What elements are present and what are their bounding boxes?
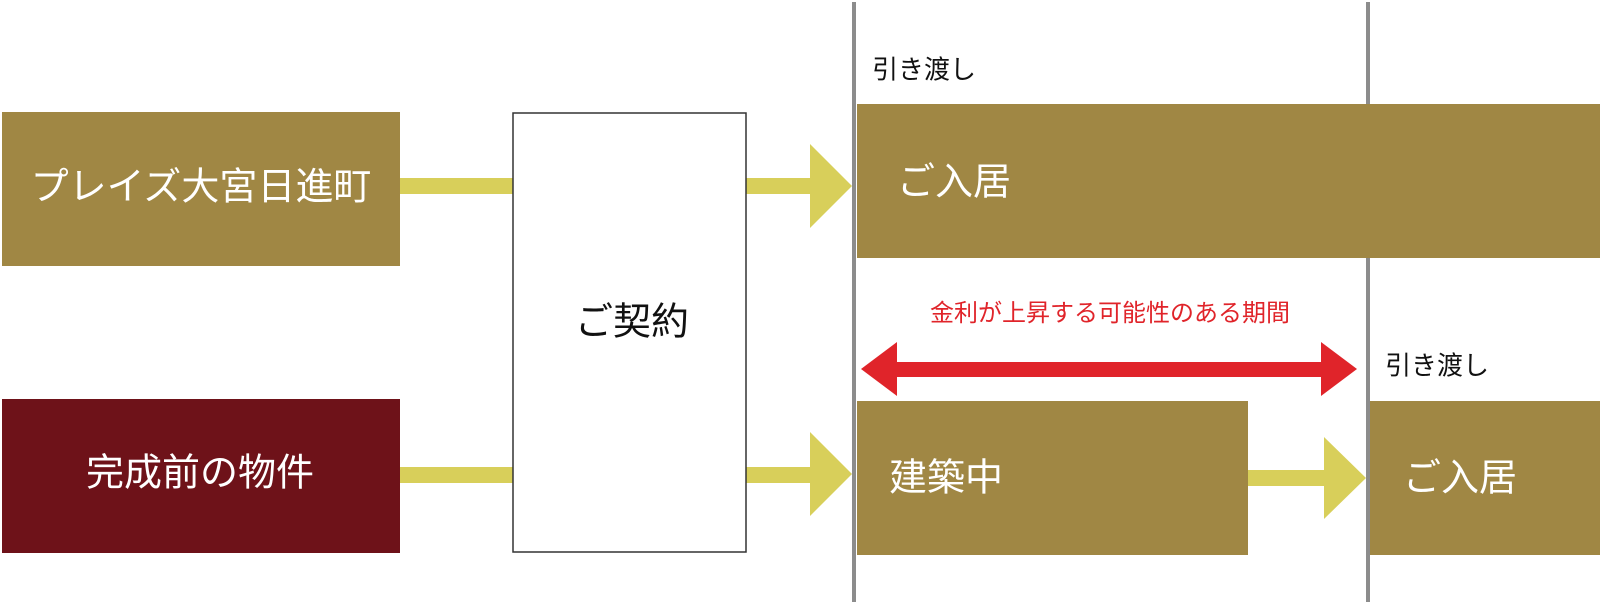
connector-bottom-right [746, 467, 814, 483]
under-construction-property-label: 完成前の物件 [86, 451, 314, 495]
construction-label: 建築中 [889, 456, 1003, 500]
rate-period-arrow-right-head [1321, 342, 1357, 396]
rate-period-arrow-shaft [892, 362, 1326, 377]
contract-label: ご契約 [575, 300, 689, 344]
rate-period-label: 金利が上昇する可能性のある期間 [930, 299, 1290, 327]
move-in-box-bottom [1370, 401, 1600, 555]
handover-label-bottom: 引き渡し [1385, 352, 1489, 382]
move-in-box-top [857, 104, 1600, 258]
connector-construction-to-move-in [1248, 470, 1328, 486]
connector-bottom-left [399, 467, 513, 483]
connector-top-left [399, 178, 513, 194]
rate-period-arrow-left-head [861, 342, 897, 396]
completed-property-label: プレイズ大宮日進町 [31, 165, 372, 209]
arrow-construction-to-move-in [1324, 437, 1366, 519]
construction-box [857, 401, 1248, 555]
arrow-bottom-to-construction [810, 432, 852, 516]
arrow-top-to-move-in [810, 144, 852, 228]
move-in-label-top: ご入居 [897, 160, 1011, 204]
connector-top-right [746, 178, 814, 194]
completed-property-box [2, 112, 400, 266]
handover-label-top: 引き渡し [872, 56, 976, 86]
move-in-label-bottom: ご入居 [1403, 456, 1517, 500]
contract-box [512, 112, 747, 553]
under-construction-property-box [2, 399, 400, 553]
